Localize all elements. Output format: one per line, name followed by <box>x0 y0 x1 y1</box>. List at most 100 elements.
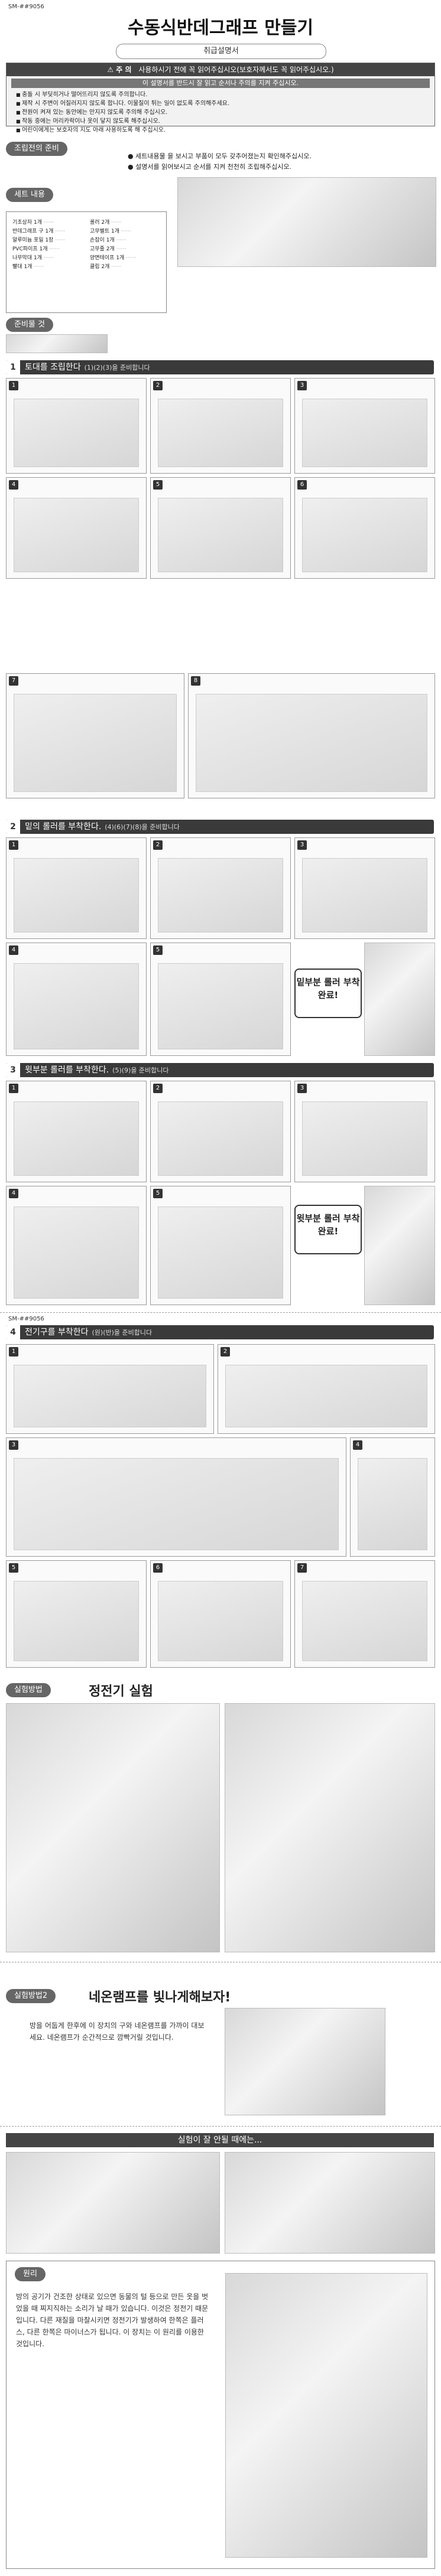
experiment-2-text: 방을 어둡게 한후에 이 장치의 구와 네온램프를 가까이 대보세요. 네온램프… <box>30 2021 205 2042</box>
parts-photo <box>177 177 436 267</box>
panel-number: 5 <box>9 1563 18 1573</box>
step-1-note: (1)(2)(3)을 준비합니다 <box>84 364 150 371</box>
principle-label: 원리 <box>15 2267 46 2281</box>
step-2-panel: 5 <box>150 943 291 1056</box>
part-item: 고무줄 2개 <box>90 244 160 252</box>
illustration <box>14 858 139 932</box>
section-tools: 준비물 것 <box>6 318 53 332</box>
illustration <box>358 1458 427 1550</box>
warning-item: 전원이 켜져 있는 동안에는 만지지 않도록 주의해 주십시오. <box>16 108 425 117</box>
illustration <box>302 858 427 932</box>
panel-number: 1 <box>9 1084 18 1093</box>
panel-number: 6 <box>297 480 307 490</box>
experiment-1-label: 실험방법 <box>6 1683 51 1697</box>
step-4-title: 전기구를 부착한다 <box>25 1328 89 1337</box>
step-2-title: 밑의 롤러를 부착한다. <box>25 822 102 832</box>
panel-number: 4 <box>353 1440 362 1450</box>
step-1-title: 토대를 조립한다 <box>25 363 81 372</box>
experiment-1-illustration <box>6 1703 220 1952</box>
warning-text: 사용하시기 전에 꼭 읽어주십시오(보호자께서도 꼭 읽어주십시오.) <box>138 66 334 74</box>
warning-item: 충돌 시 부딪히거나 떨어뜨리지 않도록 주의합니다. <box>16 90 425 99</box>
step-2-result-illustration <box>364 943 435 1056</box>
panel-number: 1 <box>9 381 18 390</box>
step-1-panel: 1 <box>6 378 147 474</box>
illustration <box>158 498 283 572</box>
step-3-panel: 3 <box>294 1081 435 1182</box>
step-3-note: (5)(9)을 준비합니다 <box>112 1067 169 1074</box>
illustration <box>14 1207 139 1299</box>
panel-number: 1 <box>9 840 18 850</box>
warning-item: 어린이에게는 보호자의 지도 아래 사용하도록 해 주십시오. <box>16 126 425 135</box>
step-2-panel: 2 <box>150 837 291 939</box>
panel-number: 4 <box>9 480 18 490</box>
principle-illustration <box>225 2273 427 2558</box>
step-4-note: (원)(반)을 준비합니다 <box>92 1329 153 1336</box>
tools-photo <box>6 334 108 353</box>
step-2-panel: 1 <box>6 837 147 939</box>
step-1-panel: 5 <box>150 477 291 579</box>
part-item: 롤러 2개 <box>90 218 160 226</box>
illustration <box>14 963 139 1049</box>
illustration <box>14 1458 339 1550</box>
illustration <box>302 1101 427 1176</box>
panel-number: 2 <box>153 840 163 850</box>
troubleshoot-head: 실험이 잘 안될 때에는... <box>6 2133 434 2147</box>
bottom-roller-done-callout: 밑부분 롤러 부착 완료! <box>294 969 362 1018</box>
step-3-title: 윗부분 롤러를 부착한다. <box>25 1065 109 1075</box>
step-4-panel: 1 <box>6 1344 214 1434</box>
illustration <box>302 399 427 467</box>
panel-number: 5 <box>153 945 163 955</box>
step-1-panel: 3 <box>294 378 435 474</box>
warning-item: 제작 시 주변이 어질러지지 않도록 합니다. 이물질이 튀는 일이 없도록 주… <box>16 99 425 108</box>
step-2-panel: 4 <box>6 943 147 1056</box>
part-item: PVC파이프 1개 <box>12 244 83 252</box>
step-3-panel: 1 <box>6 1081 147 1182</box>
part-item: 손잡이 1개 <box>90 236 160 243</box>
illustration <box>225 1365 427 1427</box>
experiment-1-illustration-b <box>225 1703 435 1952</box>
part-item: 빨대 1개 <box>12 262 83 270</box>
panel-number: 7 <box>297 1563 307 1573</box>
step-3-panel: 5 <box>150 1186 291 1305</box>
panel-number: 6 <box>153 1563 163 1573</box>
step-4-panel: 4 <box>350 1437 435 1557</box>
warning-item: 작동 중에는 머리카락이나 옷이 닿지 않도록 해주십시오. <box>16 117 425 126</box>
part-item: 알루미늄 포일 1장 <box>12 236 83 243</box>
step-4-panel: 5 <box>6 1560 147 1668</box>
doc-code-page2: SM-##9056 <box>8 1316 44 1322</box>
step-2-panel: 3 <box>294 837 435 939</box>
illustration <box>158 399 283 467</box>
page-title: 수동식반데그래프 만들기 <box>127 18 314 38</box>
panel-number: 3 <box>297 1084 307 1093</box>
experiment-2-illustration <box>225 2008 385 2115</box>
warning-head: ⚠ 주 의 사용하시기 전에 꼭 읽어주십시오(보호자께서도 꼭 읽어주십시오.… <box>7 63 434 76</box>
step-4-panel: 6 <box>150 1560 291 1668</box>
illustration <box>158 1581 283 1661</box>
illustration <box>158 1101 283 1176</box>
troubleshoot-illustration <box>6 2152 220 2254</box>
warning-title: ⚠ 주 의 <box>107 66 132 74</box>
part-item: 양면테이프 1개 <box>90 253 160 261</box>
illustration <box>158 1207 283 1299</box>
step-3-panel: 4 <box>6 1186 147 1305</box>
illustration <box>14 399 139 467</box>
panel-number: 8 <box>191 676 200 686</box>
experiment-1-title: 정전기 실험 <box>89 1684 153 1699</box>
prep-notes: 세트내용물 을 보시고 부품이 모두 갖추어졌는지 확인해주십시오. 설명서를 … <box>128 151 312 172</box>
panel-number: 5 <box>153 480 163 490</box>
illustration <box>158 963 283 1049</box>
warning-box: ⚠ 주 의 사용하시기 전에 꼭 읽어주십시오(보호자께서도 꼭 읽어주십시오.… <box>6 63 435 133</box>
section-parts: 세트 내용 <box>6 188 53 202</box>
panel-number: 2 <box>153 1084 163 1093</box>
panel-number: 4 <box>9 945 18 955</box>
doc-code: SM-##9056 <box>8 4 44 10</box>
step-3-result-illustration <box>364 1186 435 1305</box>
step-1-number: 1 <box>6 360 20 374</box>
step-1-panel: 7 <box>6 673 184 798</box>
warning-list: 충돌 시 부딪히거나 떨어뜨리지 않도록 주의합니다. 제작 시 주변이 어질러… <box>16 90 425 135</box>
step-1-bar: 1 토대를 조립한다(1)(2)(3)을 준비합니다 <box>6 360 434 374</box>
page-separator <box>0 1312 441 1313</box>
troubleshoot-illustration-b <box>225 2152 435 2254</box>
